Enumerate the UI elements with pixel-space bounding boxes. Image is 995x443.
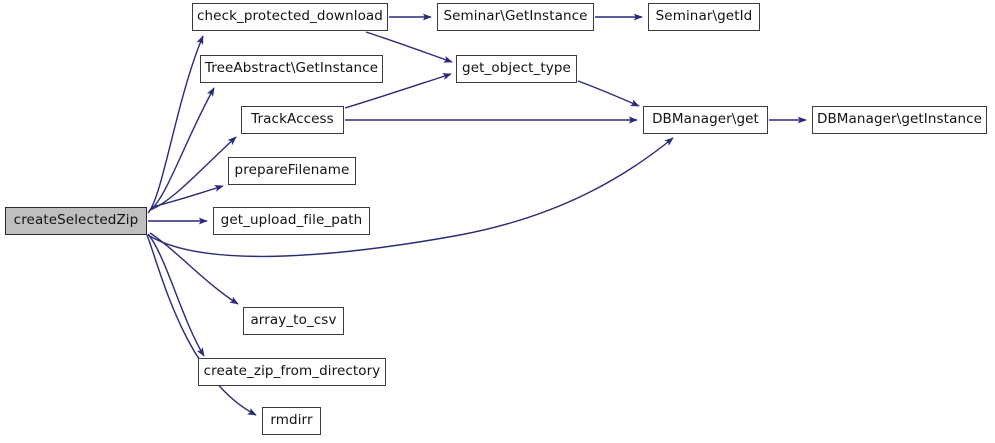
node-label: Seminar\GetInstance xyxy=(443,8,588,25)
node-label: check_protected_download xyxy=(197,8,383,25)
node-DBManager_get[interactable]: DBManager\get xyxy=(643,106,768,134)
node-DBManager_getInstance[interactable]: DBManager\getInstance xyxy=(812,106,987,134)
node-label: DBManager\getInstance xyxy=(816,111,983,128)
node-rmdirr[interactable]: rmdirr xyxy=(262,407,321,435)
edge-createSelectedZip-to-TreeAbstract_GetInstance xyxy=(148,87,215,212)
node-array_to_csv[interactable]: array_to_csv xyxy=(243,307,344,335)
edge-createSelectedZip-to-rmdirr xyxy=(146,234,257,416)
node-createSelectedZip[interactable]: createSelectedZip xyxy=(5,207,147,235)
node-label: prepareFilename xyxy=(234,162,350,179)
node-label: array_to_csv xyxy=(250,312,337,329)
node-label: DBManager\get xyxy=(652,111,759,128)
node-get_upload_file_path[interactable]: get_upload_file_path xyxy=(213,207,370,235)
node-get_object_type[interactable]: get_object_type xyxy=(456,55,577,83)
edge-createSelectedZip-to-DBManager_get xyxy=(147,137,674,258)
edge-createSelectedZip-to-prepareFilename xyxy=(151,185,224,208)
node-label: Seminar\getId xyxy=(655,8,753,25)
node-label: createSelectedZip xyxy=(13,212,139,229)
node-TrackAccess[interactable]: TrackAccess xyxy=(241,106,344,134)
edge-createSelectedZip-to-TrackAccess xyxy=(149,136,237,211)
edge-TrackAccess-to-get_object_type xyxy=(344,73,452,109)
node-check_protected_download[interactable]: check_protected_download xyxy=(192,3,388,31)
node-label: get_upload_file_path xyxy=(220,212,363,229)
edge-check_protected_download-to-get_object_type xyxy=(365,31,453,63)
node-TreeAbstract_GetInstance[interactable]: TreeAbstract\GetInstance xyxy=(200,55,383,83)
edge-createSelectedZip-to-check_protected_download xyxy=(147,35,204,214)
node-create_zip_from_directory[interactable]: create_zip_from_directory xyxy=(198,358,386,386)
edge-createSelectedZip-to-create_zip_from_directory xyxy=(147,233,205,357)
node-label: create_zip_from_directory xyxy=(203,363,381,380)
node-label: TreeAbstract\GetInstance xyxy=(204,60,379,77)
edge-createSelectedZip-to-array_to_csv xyxy=(149,232,239,305)
node-Seminar_GetInstance[interactable]: Seminar\GetInstance xyxy=(437,3,594,31)
node-label: rmdirr xyxy=(270,412,313,429)
node-label: get_object_type xyxy=(462,60,571,77)
node-label: TrackAccess xyxy=(251,111,334,128)
node-Seminar_getId[interactable]: Seminar\getId xyxy=(648,3,760,31)
edge-get_object_type-to-DBManager_get xyxy=(577,80,640,107)
node-prepareFilename[interactable]: prepareFilename xyxy=(228,157,356,185)
